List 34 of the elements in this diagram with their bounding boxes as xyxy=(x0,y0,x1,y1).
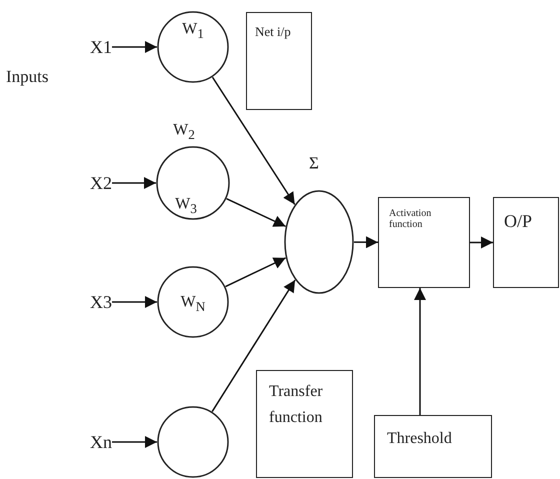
block-box xyxy=(256,370,353,478)
arrow xyxy=(470,236,493,248)
block-box xyxy=(493,197,559,288)
input-label: X3 xyxy=(80,291,112,313)
arrow xyxy=(354,236,378,248)
arrow xyxy=(226,198,286,228)
input-label: Xn xyxy=(80,431,112,453)
weight-label: W$_{3}$ xyxy=(175,196,197,216)
arrow xyxy=(112,436,157,448)
arrow xyxy=(112,177,156,189)
block-box xyxy=(378,197,470,288)
neuron-circle xyxy=(157,266,229,338)
sigma-symbol: Σ xyxy=(309,154,319,174)
weight-label: W$_{N}$ xyxy=(180,294,206,314)
arrow xyxy=(212,280,296,412)
block-box xyxy=(374,415,492,478)
block-box xyxy=(246,12,312,110)
arrow xyxy=(212,76,296,205)
input-label: X1 xyxy=(78,36,112,58)
weight-label: W$_{1}$ xyxy=(182,20,204,42)
side-label: Inputs xyxy=(6,68,48,87)
box-text: Threshold xyxy=(387,430,452,448)
neuron-circle xyxy=(157,406,229,478)
arrow xyxy=(112,296,157,308)
box-text: O/P xyxy=(504,212,532,232)
box-text: Activation function xyxy=(389,208,432,230)
box-text: Transfer function xyxy=(269,382,324,428)
box-text: Net i/p xyxy=(255,25,291,40)
neuron-circle xyxy=(157,11,229,83)
arrow xyxy=(225,257,286,288)
arrow xyxy=(414,288,426,415)
arrow xyxy=(112,41,157,53)
weight-label: W$_{2}$ xyxy=(173,122,195,142)
input-label: X2 xyxy=(78,172,112,194)
